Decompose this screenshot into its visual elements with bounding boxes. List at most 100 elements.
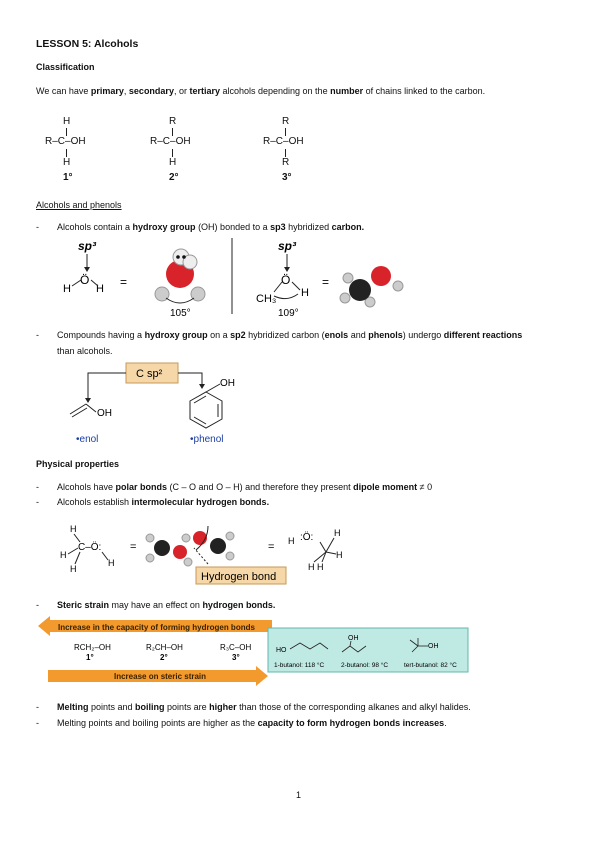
section-heading-classification: Classification <box>36 62 95 72</box>
phenol-label: •phenol <box>190 434 224 445</box>
bond-line <box>172 128 173 136</box>
oh-label: OH <box>348 635 359 642</box>
hydrogen-sphere <box>225 551 235 561</box>
bold-text: number <box>330 86 364 96</box>
oxygen-with-lone-pairs: :Ö: <box>300 531 313 543</box>
text: . <box>444 718 447 728</box>
bond-line <box>321 551 327 563</box>
hydrogen-sphere <box>225 531 235 541</box>
electron-dot <box>182 255 186 259</box>
equals-sign: = <box>120 275 127 289</box>
bond-line <box>71 279 82 287</box>
bold-text: primary <box>90 86 124 96</box>
text: Alcohols establish <box>57 497 132 507</box>
alcohol-core: R–C–OH <box>45 136 86 147</box>
bullet-dash: - <box>36 222 39 232</box>
h-atom: H <box>336 550 343 560</box>
text: and <box>348 330 369 340</box>
bond-angle-label: 105° <box>170 308 191 318</box>
bold-text: polar bonds <box>115 482 168 492</box>
bullet-sp3-text: Alcohols contain a hydroxy group (OH) bo… <box>57 221 364 233</box>
bullet-dash: - <box>36 482 39 492</box>
bond-line <box>349 640 352 647</box>
double-bond <box>193 416 207 425</box>
bold-text: capacity to form hydrogen bonds increase… <box>257 718 445 728</box>
double-bond <box>69 403 87 415</box>
carbon-sphere <box>154 540 170 556</box>
bold-text: intermolecular hydrogen bonds. <box>131 497 270 507</box>
tert-butanol-bp: tert-butanol: 82 °C <box>404 661 457 669</box>
equals-sign: = <box>268 541 274 553</box>
bold-text: Melting <box>57 702 89 712</box>
text: Alcohols have <box>57 482 116 492</box>
text: points are <box>164 702 210 712</box>
text: Melting points and boiling points are hi… <box>57 718 258 728</box>
bond-line <box>313 551 327 563</box>
hydrogen-sphere <box>342 272 354 284</box>
hydroxyl-label: OH <box>97 408 112 419</box>
h-atom: H <box>70 524 77 534</box>
bold-text: dipole moment <box>353 482 418 492</box>
text: (OH) bonded to a <box>195 222 271 232</box>
hydrogen-sphere <box>392 280 404 292</box>
primary-formula: RCH₂–OH <box>74 643 111 652</box>
bold-text: tertiary <box>189 86 220 96</box>
sp3-label-left: sp³ <box>78 239 97 253</box>
bond-line <box>205 383 221 393</box>
text: , or <box>173 86 190 96</box>
h-atom: H <box>301 287 309 299</box>
arrow-head <box>284 267 290 272</box>
bold-text: different reactions <box>443 330 523 340</box>
equals-sign: = <box>322 275 329 289</box>
hydrogen-sphere <box>190 286 206 302</box>
section-heading-alcohols-phenols: Alcohols and phenols <box>36 200 122 210</box>
text: Compounds having a <box>57 330 145 340</box>
hbond-pointer <box>195 525 209 551</box>
hydrogen-sphere <box>183 557 193 567</box>
steric-strain-figure: Increase in the capacity of forming hydr… <box>38 616 469 686</box>
primary-degree: 1° <box>86 653 94 662</box>
tertiary-alcohol-structure: R R–C–OH R 3° <box>263 116 353 188</box>
ho-label: HO <box>276 647 287 654</box>
text: , <box>123 86 129 96</box>
hydrogen-bond-figure: H H H C–Ö: H = Hydrogen bond = H :Ö: H H… <box>60 524 343 585</box>
enol-label: •enol <box>76 434 98 445</box>
bold-text: sp3 <box>270 222 286 232</box>
bond-line <box>411 645 419 653</box>
substituent-top: R <box>282 116 290 127</box>
arrow-hbond-capacity <box>38 616 272 636</box>
carbon-sphere <box>349 279 371 301</box>
bond-line <box>66 149 67 157</box>
benzene-ring <box>189 391 223 429</box>
bold-text: hydroxy group <box>132 222 196 232</box>
text: points and <box>88 702 136 712</box>
bullet-polar-text: Alcohols have polar bonds (C – O and O –… <box>57 481 432 493</box>
alcohol-core: R–C–OH <box>263 136 304 147</box>
oxygen-sphere <box>173 545 187 559</box>
electron-dot <box>176 255 180 259</box>
arrow-steric-label: Increase on steric strain <box>114 672 206 681</box>
bond-line <box>291 281 301 291</box>
h-atom: H <box>288 536 295 546</box>
hydrogen-bond-line <box>193 547 209 565</box>
bond-angle-label: 109° <box>278 308 299 318</box>
oh-label: OH <box>428 643 439 650</box>
hydrogen-sphere <box>145 533 155 543</box>
substituent-bottom: H <box>63 157 71 168</box>
angle-arc <box>273 293 299 300</box>
text: ≠ 0 <box>417 482 433 492</box>
arrow-steric-strain <box>48 666 268 686</box>
page-title: LESSON 5: Alcohols <box>36 38 139 50</box>
primary-alcohol-structure: H R–C–OH H 1° <box>45 116 135 188</box>
1-butanol-bp: 1-butanol: 118 °C <box>274 661 324 669</box>
pointer-line <box>87 372 126 400</box>
secondary-degree: 2° <box>160 653 168 662</box>
bond-line <box>325 537 335 553</box>
arrow-head <box>85 398 91 403</box>
bold-text: phenols <box>368 330 403 340</box>
text: may have an effect on <box>109 600 203 610</box>
bullet-dash: - <box>36 600 39 610</box>
bond-line <box>101 551 109 561</box>
text: of chains linked to the carbon. <box>363 86 486 96</box>
bullet-sp2-text: Compounds having a hydroxy group on a sp… <box>57 329 522 341</box>
